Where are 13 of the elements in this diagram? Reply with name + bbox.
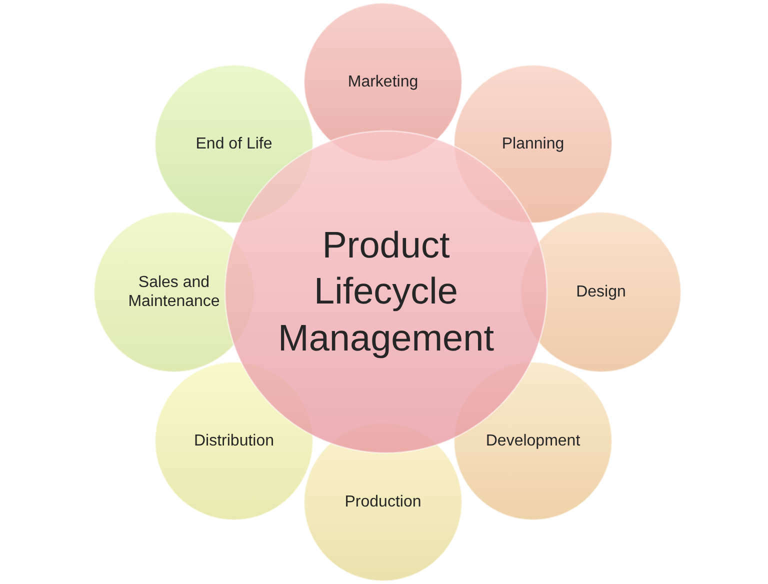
stage-circle [154,64,314,224]
stage-label: Design [575,282,627,302]
stage-label: Marketing [346,72,420,92]
stage-circle [154,361,314,521]
stage-label: Planning [500,134,566,154]
stage-circle [453,361,613,521]
stage-label: Development [484,431,582,451]
stage-label: Distribution [192,431,276,451]
stage-label: Production [344,492,422,512]
stage-label: Sales and Maintenance [127,272,221,312]
stage-circle [453,64,613,224]
stage-label: End of Life [194,134,274,154]
center-title: Product Lifecycle Management [277,224,495,360]
